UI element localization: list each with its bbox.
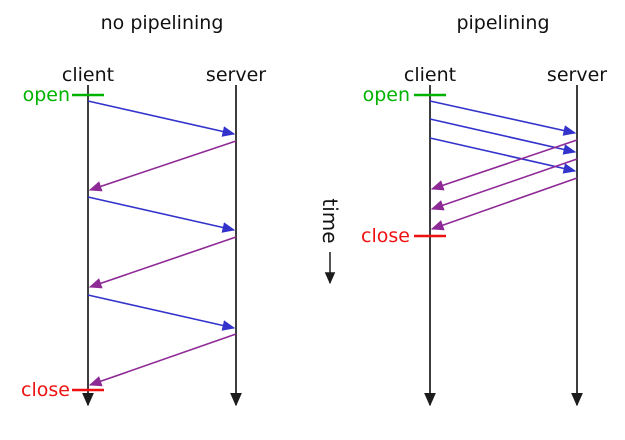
diagram-lines [414,85,583,407]
open-label: open [23,84,70,106]
close-label: close [361,225,410,247]
response-arrow [430,139,578,191]
server-label: server [206,64,266,86]
client-label: client [404,64,456,86]
diagram-lines [72,85,242,407]
diagram-title: pipelining [456,12,549,34]
open-label: open [363,84,410,106]
request-arrow [429,137,577,174]
response-arrow [88,236,237,289]
response-arrow [88,140,237,192]
server-label: server [547,64,607,86]
diagram-pipelining: pipelining client server open close [361,12,607,407]
request-arrow [429,118,577,155]
time-label: time [318,198,342,243]
response-arrow [430,177,578,231]
request-arrow [87,100,236,137]
request-arrow [429,100,577,136]
diagram-no-pipelining: no pipelining client server open close [21,12,266,407]
client-label: client [62,64,114,86]
request-arrow [87,294,236,331]
response-arrow [430,158,578,211]
request-arrow [87,196,236,233]
response-arrow [88,333,237,387]
close-label: close [21,379,70,401]
diagram-title: no pipelining [101,12,224,34]
time-axis: time [318,198,342,285]
